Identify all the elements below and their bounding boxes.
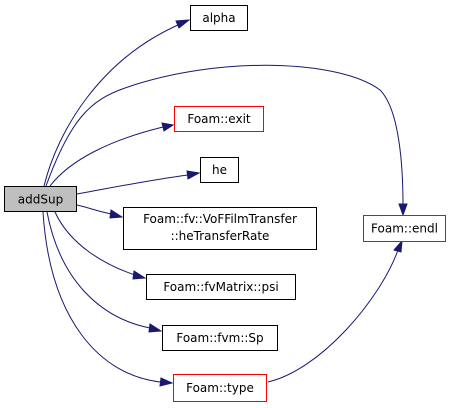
edges [42, 19, 408, 387]
node-hetransferrate[interactable]: Foam::fv::VoFFilmTransfer ::heTransferRa… [123, 207, 317, 250]
node-foam-exit[interactable]: Foam::exit [174, 106, 264, 132]
edge-addsup-sp-arrow [148, 323, 163, 333]
edge-addsup-psi-arrow [132, 270, 147, 280]
edge-addsup-sp [46, 211, 151, 329]
edge-addsup-endl [45, 64, 404, 206]
node-alpha-label: alpha [202, 11, 235, 25]
node-foam-type-box [173, 374, 267, 402]
edge-addsup-endl-arrow [398, 203, 408, 217]
edge-addsup-psi [54, 211, 136, 276]
edge-addsup-alpha [43, 24, 179, 187]
edge-addsup-he [76, 174, 189, 195]
node-fvmatrix-psi[interactable]: Foam::fvMatrix::psi [146, 274, 296, 300]
node-he[interactable]: he [200, 157, 239, 183]
node-foam-endl[interactable]: Foam::endl [363, 215, 446, 242]
node-foam-type-label: Foam::type [186, 381, 254, 395]
node-addsup-label: addSup [18, 193, 63, 207]
edge-type-endl [267, 249, 399, 383]
edge-addsup-hetransferrate [76, 204, 113, 215]
node-alpha[interactable]: alpha [190, 5, 248, 31]
node-hetransferrate-label-line2: ::heTransferRate [171, 229, 270, 243]
node-he-label: he [212, 163, 227, 177]
edge-addsup-he-arrow [186, 170, 201, 180]
node-fvm-sp-label: Foam::fvm::Sp [176, 331, 263, 345]
node-fvmatrix-psi-box [146, 274, 296, 300]
node-foam-endl-label: Foam::endl [371, 222, 438, 236]
edge-addsup-type [42, 211, 161, 383]
node-foam-exit-label: Foam::exit [187, 112, 251, 126]
node-addsup-box [4, 186, 77, 212]
edge-addsup-alpha-arrow [175, 19, 191, 29]
edge-type-endl-arrow [393, 239, 403, 253]
node-fvm-sp[interactable]: Foam::fvm::Sp [162, 325, 278, 351]
edge-addsup-hetransferrate-arrow [109, 209, 124, 219]
node-foam-exit-box [174, 106, 264, 132]
edge-addsup-exit [49, 126, 164, 187]
node-addsup[interactable]: addSup [4, 186, 77, 212]
node-fvmatrix-psi-label: Foam::fvMatrix::psi [163, 280, 278, 294]
node-foam-type[interactable]: Foam::type [173, 374, 267, 402]
node-foam-endl-box [363, 215, 446, 242]
node-fvm-sp-box [162, 325, 278, 351]
node-hetransferrate-box [123, 207, 317, 250]
edge-addsup-exit-arrow [161, 122, 175, 132]
node-he-box [200, 157, 239, 183]
node-alpha-box [190, 5, 248, 31]
node-hetransferrate-label-line1: Foam::fv::VoFFilmTransfer [143, 212, 297, 226]
edge-addsup-type-arrow [159, 377, 174, 387]
